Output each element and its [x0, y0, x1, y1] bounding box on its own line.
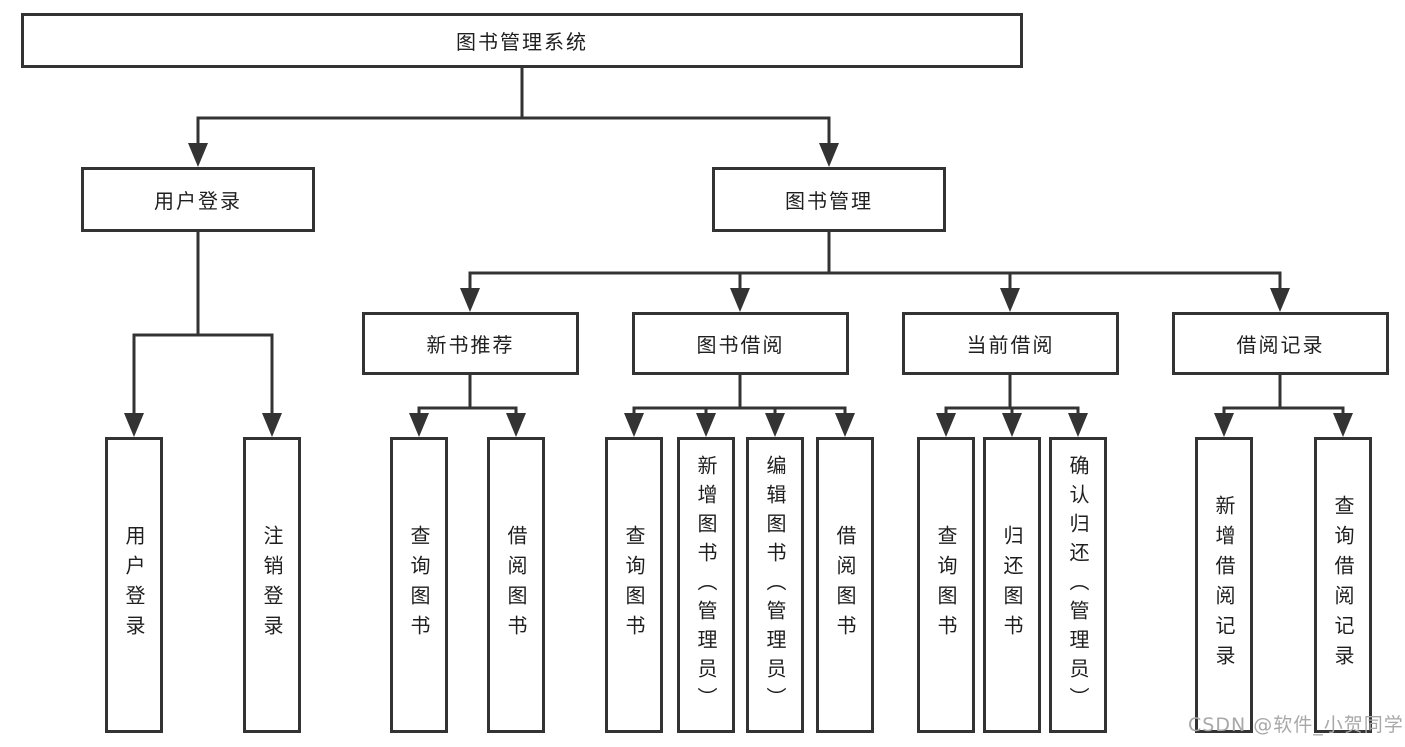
node-current-borrowing-label: 当前借阅: [966, 333, 1055, 357]
leaf-query-books-recommend: 查询图书: [390, 437, 448, 733]
leaf-edit-books-admin: 编辑图书（管理员）: [746, 437, 804, 733]
node-book-management-label: 图书管理: [785, 189, 873, 213]
connector-bookmgmt-rail: [468, 271, 1282, 292]
leaf-query-books-recommend-label: 查询图书: [407, 525, 431, 645]
leaf-borrow-books-borrowing: 借阅图书: [816, 437, 874, 733]
leaf-logout-label: 注销登录: [260, 525, 284, 645]
leaf-query-books-current: 查询图书: [917, 437, 975, 733]
node-new-book-recommend: 新书推荐: [362, 312, 579, 375]
leaf-return-books-label: 归还图书: [1000, 525, 1024, 645]
node-current-borrowing: 当前借阅: [902, 312, 1119, 375]
connector-root-rail: [196, 116, 831, 145]
leaf-return-books: 归还图书: [983, 437, 1041, 733]
node-root: 图书管理系统: [21, 13, 1023, 68]
node-root-label: 图书管理系统: [456, 30, 588, 54]
leaf-borrow-books-recommend: 借阅图书: [487, 437, 545, 733]
leaf-confirm-return-admin: 确认归还（管理员）: [1049, 437, 1107, 733]
node-book-borrowing: 图书借阅: [632, 312, 849, 375]
leaf-confirm-return-admin-label: 确认归还（管理员）: [1066, 454, 1090, 716]
leaf-add-borrow-record-label: 新增借阅记录: [1212, 495, 1236, 675]
node-borrow-records: 借阅记录: [1172, 312, 1389, 375]
node-new-book-recommend-label: 新书推荐: [426, 333, 515, 357]
leaf-logout: 注销登录: [243, 437, 301, 733]
leaf-add-borrow-record: 新增借阅记录: [1195, 437, 1253, 733]
connector-userlogin-rail: [132, 333, 274, 415]
watermark-text: CSDN @软件_小贺同学: [1188, 714, 1404, 736]
leaf-query-books-borrowing: 查询图书: [605, 437, 663, 733]
node-user-login-label: 用户登录: [154, 189, 242, 213]
node-book-management: 图书管理: [712, 167, 946, 232]
node-user-login: 用户登录: [81, 167, 315, 232]
leaf-query-books-current-label: 查询图书: [934, 525, 958, 645]
leaf-query-books-borrowing-label: 查询图书: [622, 525, 646, 645]
arrowheads: [124, 143, 1353, 437]
leaf-query-borrow-record: 查询借阅记录: [1314, 437, 1372, 733]
connector-records-rail: [1222, 406, 1345, 415]
leaf-borrow-books-recommend-label: 借阅图书: [504, 525, 528, 645]
connector-newbook-rail: [417, 406, 518, 415]
leaf-add-books-admin-label: 新增图书（管理员）: [694, 454, 718, 716]
leaf-user-login: 用户登录: [105, 437, 163, 733]
node-borrow-records-label: 借阅记录: [1236, 333, 1325, 357]
leaf-edit-books-admin-label: 编辑图书（管理员）: [763, 454, 787, 716]
leaf-add-books-admin: 新增图书（管理员）: [677, 437, 735, 733]
node-book-borrowing-label: 图书借阅: [696, 333, 785, 357]
connector-borrow-rail: [632, 406, 847, 415]
leaf-user-login-label: 用户登录: [122, 525, 146, 645]
leaf-query-borrow-record-label: 查询借阅记录: [1331, 495, 1355, 675]
leaf-borrow-books-borrowing-label: 借阅图书: [833, 525, 857, 645]
